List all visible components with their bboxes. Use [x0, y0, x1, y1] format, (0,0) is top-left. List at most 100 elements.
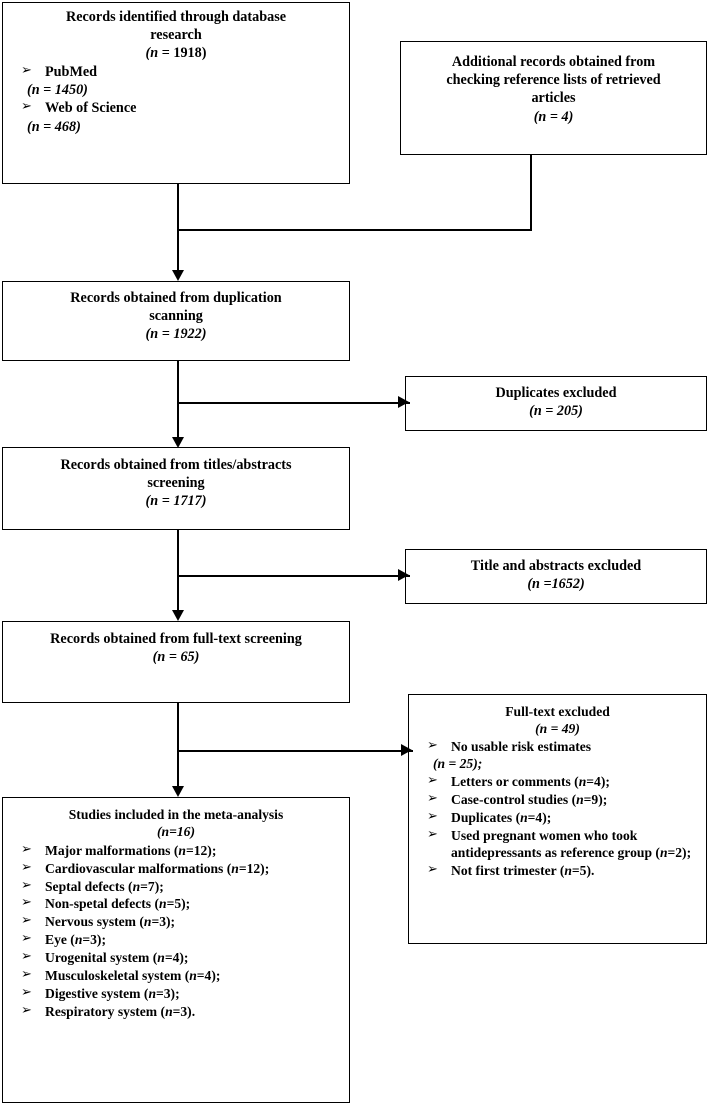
arrow-into-duplication-scanning [171, 270, 184, 281]
titles-abstracts-line1: Records obtained from titles/abstracts [60, 457, 292, 473]
box-studies-included: Studies included in the meta-analysis (n… [2, 797, 350, 1103]
outcome-item: ➢ Respiratory system (n=3). [9, 1001, 343, 1020]
bullet-arrow-icon: ➢ [21, 1001, 32, 1017]
bullet-arrow-icon: ➢ [21, 966, 32, 982]
bullet-arrow-icon: ➢ [21, 894, 32, 910]
bullet-arrow-icon: ➢ [427, 772, 438, 788]
duplicates-excluded-count: (n = 205) [529, 403, 583, 420]
outcome-item: ➢ Nervous system (n=3); [9, 912, 343, 930]
bullet-arrow-icon: ➢ [427, 807, 438, 823]
duplicates-excluded-label: Duplicates excluded [495, 385, 617, 401]
outcome-label: Nervous system (n=3); [45, 914, 176, 930]
additional-records-line3: articles [531, 90, 576, 107]
titles-abstracts-excluded-label: Title and abstracts excluded [470, 558, 642, 574]
reason-count: (n = 25); [433, 756, 483, 772]
arrow-into-titles-abstracts-excluded [398, 569, 409, 581]
reason-label: Duplicates (n=4); [451, 809, 552, 825]
source-label: Web of Science [45, 100, 137, 117]
outcome-item: ➢ Musculoskeletal system (n=4); [9, 966, 343, 984]
additional-records-line2: checking reference lists of retrieved [446, 72, 661, 89]
outcome-label: Cardiovascular malformations (n=12); [45, 860, 270, 876]
reason-item: ➢ Not first trimester (n=5). [415, 861, 700, 879]
bullet-arrow-icon: ➢ [427, 861, 438, 877]
bullet-arrow-icon: ➢ [427, 789, 438, 805]
bullet-arrow-icon: ➢ [21, 912, 32, 928]
records-identified-count: (n = 1918) [145, 45, 207, 62]
box-records-identified: Records identified through database rese… [2, 2, 350, 184]
outcome-label: Digestive system (n=3); [45, 985, 180, 1001]
titles-abstracts-line2: screening [147, 475, 205, 492]
fulltext-excluded-count: (n = 49) [535, 721, 580, 737]
fulltext-excluded-title: Full-text excluded [505, 704, 610, 719]
reason-label: Used pregnant women who took antidepress… [451, 827, 692, 861]
source-item: ➢ Web of Science (n = 468) [9, 98, 343, 135]
source-label: PubMed [45, 63, 98, 80]
box-titles-abstracts-excluded: Title and abstracts excluded (n =1652) [405, 549, 707, 604]
source-count: (n = 468) [27, 118, 81, 135]
arrow-into-titles-abstracts-screening [171, 437, 184, 448]
reason-item: ➢ No usable risk estimates (n = 25); [415, 736, 700, 773]
duplication-scanning-line2: scanning [149, 308, 203, 325]
outcome-label: Musculoskeletal system (n=4); [45, 968, 221, 984]
bullet-arrow-icon: ➢ [21, 98, 32, 114]
records-identified-count-value: 1918 [173, 45, 202, 62]
connector-branch-duplicates [177, 402, 410, 404]
reason-label: No usable risk estimates [451, 738, 592, 754]
outcome-label: Septal defects (n=7); [45, 878, 164, 894]
reason-label: Case-control studies (n=9); [451, 791, 608, 807]
arrow-into-duplicates-excluded [398, 396, 409, 408]
connector-branch-fulltext-excluded [177, 750, 413, 752]
titles-abstracts-count: (n = 1717) [145, 493, 207, 510]
outcome-label: Major malformations (n=12); [45, 842, 217, 858]
bullet-arrow-icon: ➢ [427, 825, 438, 841]
bullet-arrow-icon: ➢ [21, 61, 32, 77]
reason-label: Letters or comments (n=4); [451, 774, 610, 790]
bullet-arrow-icon: ➢ [21, 858, 32, 874]
connector-additional-down [530, 155, 532, 231]
duplication-scanning-count: (n = 1922) [145, 326, 207, 343]
bullet-arrow-icon: ➢ [21, 840, 32, 856]
studies-included-title: Studies included in the meta-analysis [68, 807, 284, 822]
records-identified-sources: ➢ PubMed (n = 1450) ➢ Web of Science (n … [9, 61, 343, 136]
connector-merge-horizontal [177, 229, 532, 231]
reason-item: ➢ Used pregnant women who took antidepre… [415, 825, 700, 862]
bullet-arrow-icon: ➢ [21, 930, 32, 946]
fulltext-screening-count: (n = 65) [152, 649, 200, 666]
reason-label: Not first trimester (n=5). [451, 863, 595, 879]
outcome-item: ➢ Septal defects (n=7); [9, 877, 343, 895]
additional-records-count: (n = 4) [533, 108, 574, 125]
arrow-into-fulltext-excluded [401, 744, 412, 756]
outcome-item: ➢ Cardiovascular malformations (n=12); [9, 858, 343, 877]
reason-item: ➢ Letters or comments (n=4); [415, 772, 700, 790]
connector-branch-titles-excluded [177, 575, 410, 577]
studies-included-outcomes: ➢ Major malformations (n=12); ➢ Cardiova… [9, 840, 343, 1020]
outcome-label: Respiratory system (n=3). [45, 1003, 196, 1019]
connector-fulltext-down [177, 703, 179, 790]
outcome-item: ➢ Eye (n=3); [9, 930, 343, 948]
fulltext-excluded-reasons: ➢ No usable risk estimates (n = 25); ➢ L… [415, 736, 700, 880]
box-additional-records: Additional records obtained from checkin… [400, 41, 707, 155]
arrow-into-studies-included [171, 786, 184, 797]
outcome-item: ➢ Urogenital system (n=4); [9, 948, 343, 966]
box-fulltext-screening: Records obtained from full-text screenin… [2, 621, 350, 703]
outcome-item: ➢ Digestive system (n=3); [9, 983, 343, 1002]
outcome-label: Eye (n=3); [45, 932, 106, 948]
outcome-item: ➢ Major malformations (n=12); [9, 840, 343, 859]
box-fulltext-excluded: Full-text excluded (n = 49) ➢ No usable … [408, 694, 707, 944]
bullet-arrow-icon: ➢ [427, 736, 438, 752]
records-identified-title-line2: research [150, 27, 202, 44]
box-duplication-scanning: Records obtained from duplication scanni… [2, 281, 350, 361]
box-titles-abstracts-screening: Records obtained from titles/abstracts s… [2, 447, 350, 530]
outcome-label: Non-spetal defects (n=5); [45, 896, 191, 912]
studies-included-count: (n=16) [157, 824, 195, 840]
titles-abstracts-excluded-count: (n =1652) [527, 576, 585, 593]
reason-item: ➢ Case-control studies (n=9); [415, 789, 700, 808]
outcome-label: Urogenital system (n=4); [45, 950, 189, 966]
fulltext-screening-line1: Records obtained from full-text screenin… [50, 631, 302, 647]
bullet-arrow-icon: ➢ [21, 948, 32, 964]
source-item: ➢ PubMed (n = 1450) [9, 61, 343, 99]
connector-titles-down [177, 530, 179, 614]
arrow-into-fulltext-screening [171, 610, 184, 621]
bullet-arrow-icon: ➢ [21, 983, 32, 999]
outcome-item: ➢ Non-spetal defects (n=5); [9, 894, 343, 912]
